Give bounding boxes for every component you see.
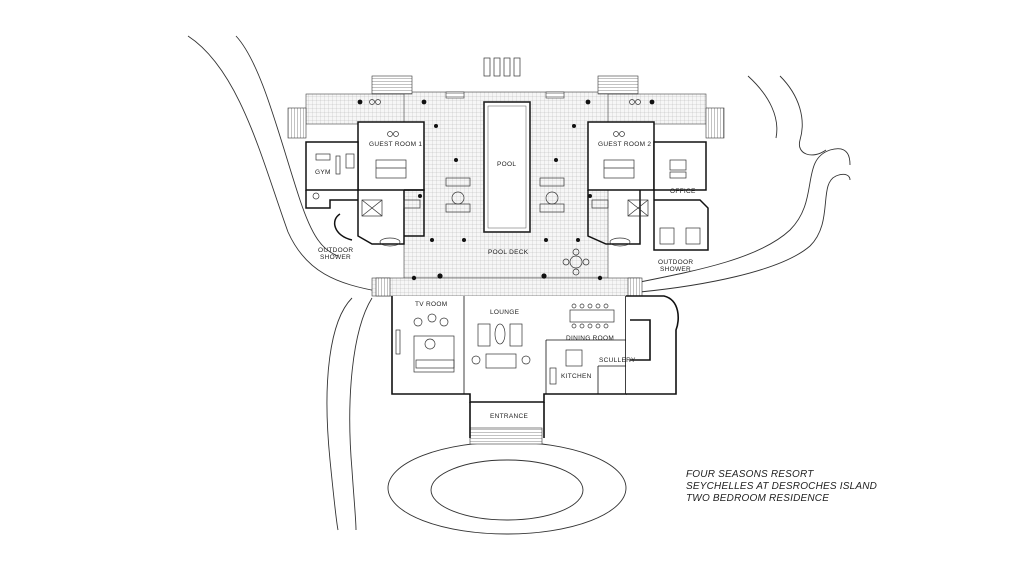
label-kitchen: KITCHEN xyxy=(561,373,592,380)
label-scullery: SCULLERY xyxy=(599,357,636,364)
main-house-furniture xyxy=(395,303,615,385)
right-wing-fixtures xyxy=(591,99,701,247)
label-lounge: LOUNGE xyxy=(490,309,520,316)
pool-deck-furniture xyxy=(445,177,590,276)
sun-loungers xyxy=(483,57,521,77)
label-entrance: ENTRANCE xyxy=(490,413,529,420)
right-wing xyxy=(587,121,709,251)
pool xyxy=(483,101,531,233)
label-outdoor-shower-right-2: SHOWER xyxy=(660,266,691,273)
steps xyxy=(287,75,725,445)
label-outdoor-shower-left-1: OUTDOOR xyxy=(318,247,353,254)
label-outdoor-shower-right-1: OUTDOOR xyxy=(658,259,693,266)
caption-line-2: SEYCHELLES AT DESROCHES ISLAND xyxy=(686,481,878,492)
caption-line-3: TWO BEDROOM RESIDENCE xyxy=(686,493,830,504)
label-office: OFFICE xyxy=(670,188,696,195)
label-guest-room-2: GUEST ROOM 2 xyxy=(598,141,651,148)
landscape-paths xyxy=(187,35,851,535)
label-pool: POOL xyxy=(497,161,516,168)
plan-caption: FOUR SEASONS RESORT SEYCHELLES AT DESROC… xyxy=(686,469,877,505)
label-gym: GYM xyxy=(315,169,331,176)
label-tv-room: TV ROOM xyxy=(415,301,447,308)
left-wing-fixtures xyxy=(312,99,421,247)
left-wing xyxy=(305,121,425,245)
label-pool-deck: POOL DECK xyxy=(488,249,529,256)
label-dining-room: DINING ROOM xyxy=(566,335,614,342)
label-guest-room-1: GUEST ROOM 1 xyxy=(369,141,422,148)
label-outdoor-shower-left-2: SHOWER xyxy=(320,254,351,261)
room-labels: GUEST ROOM 1 GUEST ROOM 2 GYM OFFICE POO… xyxy=(315,141,696,420)
caption-line-1: FOUR SEASONS RESORT xyxy=(686,469,814,480)
main-house xyxy=(391,295,679,438)
